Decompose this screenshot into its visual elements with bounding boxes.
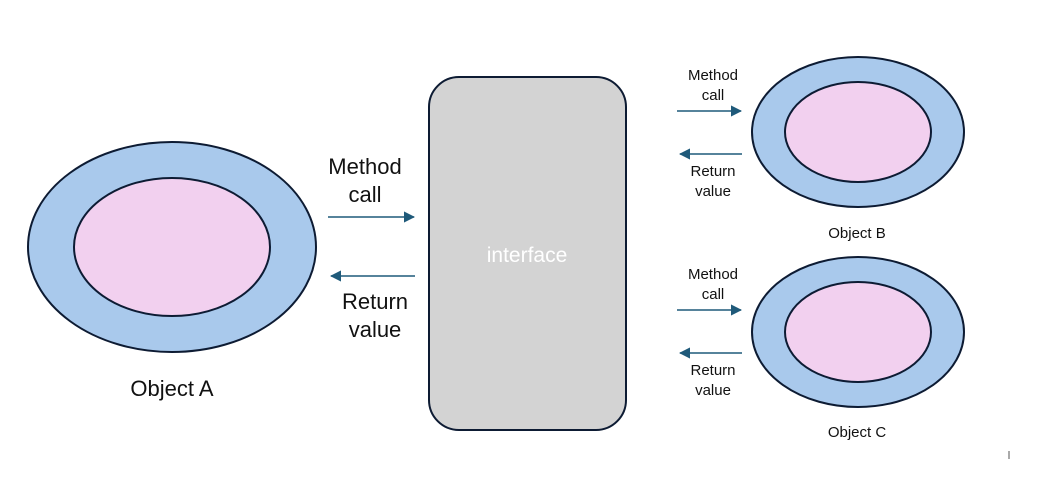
object-c-return-value: Return value <box>678 347 742 399</box>
object-a-inner-ellipse <box>73 177 271 317</box>
object-b-label: Object B <box>828 225 886 242</box>
object-c: Object C <box>751 256 965 441</box>
object-c-method-call-line2: call <box>702 286 725 303</box>
object-b-return-value-line2: value <box>695 183 731 200</box>
object-a-return-value-line1: Return <box>342 289 408 314</box>
object-b-inner-ellipse <box>784 81 932 183</box>
interface-box <box>428 76 627 431</box>
object-a: Object A <box>27 141 317 401</box>
object-b-return-value: Return value <box>678 148 742 200</box>
object-a-return-value-line2: value <box>349 317 402 342</box>
object-a-label: Object A <box>130 376 213 401</box>
object-b-method-call: Method call <box>677 67 743 117</box>
object-a-method-call-line1: Method <box>328 154 401 179</box>
object-c-return-value-line1: Return <box>690 362 735 379</box>
interface: interface <box>428 76 627 431</box>
object-b-method-call-line1: Method <box>688 67 738 84</box>
object-a-method-call: Method call <box>328 154 416 223</box>
object-c-inner-ellipse <box>784 281 932 383</box>
interface-label: interface <box>487 244 568 267</box>
object-c-return-value-line2: value <box>695 382 731 399</box>
object-b-return-value-line1: Return <box>690 163 735 180</box>
object-b: Object B <box>751 56 965 242</box>
object-c-method-call-line1: Method <box>688 266 738 283</box>
object-b-method-call-line2: call <box>702 87 725 104</box>
object-a-method-call-line2: call <box>348 182 381 207</box>
object-a-return-value: Return value <box>329 270 415 342</box>
object-c-method-call: Method call <box>677 266 743 316</box>
object-c-label: Object C <box>828 424 887 441</box>
